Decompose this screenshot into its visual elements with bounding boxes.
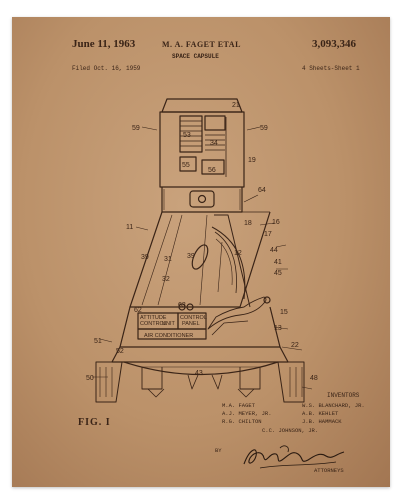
ref-45: 45: [274, 270, 282, 277]
figure-label: FIG. I: [78, 417, 111, 428]
ref-48: 48: [310, 375, 318, 382]
panel-unit-label: UNIT: [162, 321, 175, 327]
ref-17: 17: [264, 231, 272, 238]
ref-62: 62: [134, 307, 142, 314]
inventor-name: C.C. JOHNSON, JR.: [262, 427, 319, 434]
inventor-name: A.B. KEHLET: [302, 410, 339, 417]
by-label: BY: [215, 447, 222, 454]
ref-64: 64: [258, 187, 266, 194]
ref-19: 19: [248, 157, 256, 164]
ref-41: 41: [274, 259, 282, 266]
patent-title: SPACE CAPSULE: [172, 53, 219, 60]
patent-date: June 11, 1963: [72, 38, 136, 50]
ref-31: 31: [164, 256, 172, 263]
ref-22: 22: [291, 342, 299, 349]
patent-number: 3,093,346: [312, 38, 356, 50]
attorney-signature: [243, 445, 345, 469]
ref-21: 21: [232, 102, 240, 109]
ref-59-left: 59: [132, 125, 140, 132]
ref-43: 43: [195, 370, 203, 377]
ref-16: 16: [272, 219, 280, 226]
ref-52: 52: [116, 348, 124, 355]
ref-39-right: 39: [187, 253, 195, 260]
inventors-heading: INVENTORS: [327, 392, 360, 399]
ref-50: 50: [86, 375, 94, 382]
ref-44: 44: [270, 247, 278, 254]
patent-sheet: June 11, 1963 M. A. FAGET ETAL 3,093,346…: [12, 17, 390, 487]
ref-63: 63: [178, 302, 186, 309]
inventor-name: R.G. CHILTON: [222, 418, 262, 425]
ref-34: 34: [210, 140, 218, 147]
panel-attitude-label: ATTITUDE: [140, 315, 167, 321]
ref-12: 12: [234, 250, 242, 257]
ref-15: 15: [280, 309, 288, 316]
inventor-name: W.S. BLANCHARD, JR.: [302, 402, 365, 409]
inventor-line: M. A. FAGET ETAL: [162, 40, 241, 49]
inventor-name: J.B. HAMMACK: [302, 418, 342, 425]
inventor-name: A.J. MEYER, JR.: [222, 410, 272, 417]
ref-32: 32: [162, 276, 170, 283]
ref-51: 51: [94, 338, 102, 345]
ref-39-left: 39: [141, 254, 149, 261]
panel-panel-label: PANEL: [182, 321, 200, 327]
air-conditioner-label: AIR CONDITIONER: [144, 333, 193, 339]
panel-control-right-label: CONTROL: [180, 315, 207, 321]
ref-53: 53: [183, 132, 191, 139]
ref-18: 18: [244, 220, 252, 227]
attorneys-label: ATTORNEYS: [314, 467, 344, 474]
capsule-drawing: 21 59 59 53 34 55 56 19 64 11 18 16 17 1…: [86, 98, 318, 403]
ref-59-right: 59: [260, 125, 268, 132]
filed-date: Filed Oct. 16, 1959: [72, 65, 141, 72]
ref-55: 55: [182, 162, 190, 169]
ref-11: 11: [126, 224, 133, 231]
inventor-name: M.A. FAGET: [222, 402, 256, 409]
panel-control-label: CONTROL: [140, 321, 167, 327]
ref-56: 56: [208, 167, 216, 174]
sheet-count: 4 Sheets-Sheet 1: [302, 65, 360, 72]
ref-13: 13: [274, 325, 282, 332]
